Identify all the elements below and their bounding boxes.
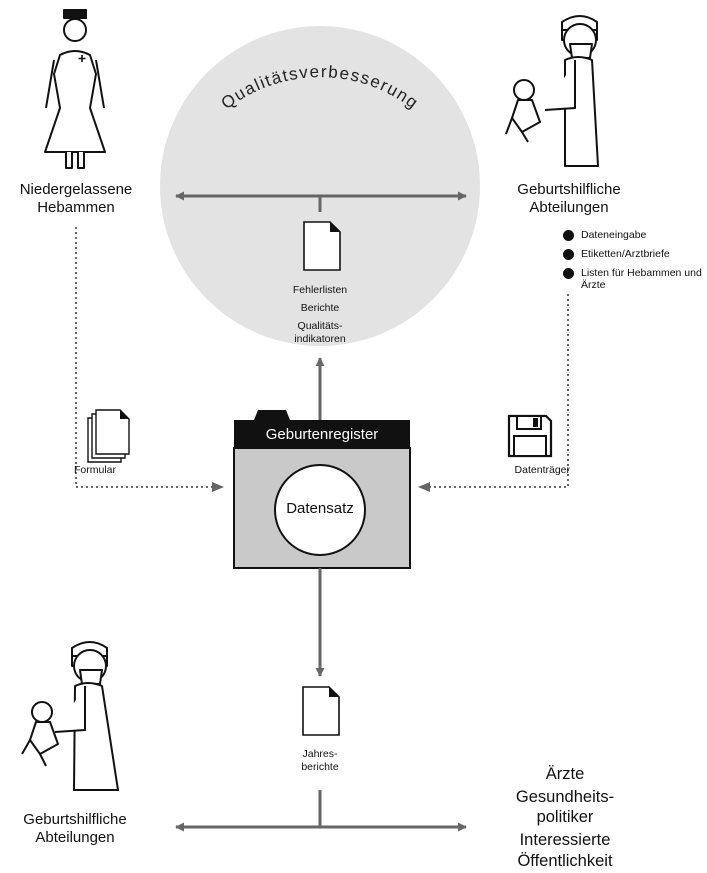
midwives-label-line1: Niedergelassene	[19, 181, 133, 198]
form-stack-icon	[87, 409, 130, 463]
register-folder	[233, 410, 411, 569]
bullet-dot	[563, 268, 574, 280]
audience-doctors: Ärzte	[545, 765, 585, 783]
annual-reports-label: Jahres- berichte	[280, 748, 360, 773]
obstetric-bottom-label: Geburtshilfliche Abteilungen	[0, 811, 150, 847]
obstetric-services-list: Dateneingabe Etiketten/Arztbriefe Listen…	[563, 229, 707, 298]
annual-reports-label-line2: berichte	[301, 760, 339, 773]
audience-public-line2: Öffentlichkeit	[517, 851, 613, 870]
bullet-dot	[563, 230, 574, 241]
obstetric-bottom-label-line2: Abteilungen	[35, 829, 115, 846]
midwife-figure	[44, 9, 106, 169]
doctor-with-baby-top	[505, 15, 599, 167]
reports-label: Berichte	[300, 302, 340, 315]
circle-documents-label: Fehlerlisten Berichte Qualitäts- indikat…	[270, 284, 370, 347]
obstetric-arrowhead	[418, 482, 430, 492]
service-item: Listen für Hebammen und Ärzte	[563, 267, 707, 291]
annual-report-document-icon	[302, 686, 340, 736]
bullet-dot	[563, 249, 574, 261]
audience-health-politicians-line1: Gesundheits-	[515, 788, 615, 807]
service-item: Etiketten/Arztbriefe	[563, 248, 707, 261]
audience-public-line1: Interessierte	[519, 831, 611, 850]
service-item-label: Listen für Hebammen und Ärzte	[581, 267, 702, 292]
obstetric-bottom-label-line1: Geburtshilfliche	[23, 811, 127, 828]
midwives-dotted-path	[75, 227, 222, 488]
service-item: Dateneingabe	[563, 229, 707, 241]
annual-reports-label-line1: Jahres-	[302, 748, 338, 760]
service-item-label: Dateneingabe	[581, 229, 647, 241]
midwives-label: Niedergelassene Hebammen	[4, 181, 148, 217]
obstetric-top-label: Geburtshilfliche Abteilungen	[494, 181, 644, 217]
quality-indicators-label-line1: Qualitäts-	[297, 320, 343, 333]
record-label: Datensatz	[286, 500, 354, 517]
obstetric-top-label-line2: Abteilungen	[529, 199, 609, 216]
obstetric-top-label-line1: Geburtshilfliche	[517, 181, 621, 198]
midwives-arrowhead	[212, 482, 224, 492]
quality-circle	[160, 26, 480, 346]
report-document-icon	[303, 221, 341, 271]
audience-label: Ärzte Gesundheits- politiker Interessier…	[490, 764, 640, 871]
doctor-with-baby-bottom	[21, 641, 119, 791]
floppy-disk-icon	[507, 414, 553, 458]
record-circle	[274, 464, 366, 556]
service-item-label: Etiketten/Arztbriefe	[581, 248, 670, 261]
audience-health-politicians-line2: politiker	[536, 808, 594, 827]
register-title: Geburtenregister	[265, 426, 379, 443]
quality-indicators-label-line2: indikatoren	[294, 333, 346, 346]
midwives-label-line2: Hebammen	[37, 199, 115, 216]
data-carrier-label: Datenträger	[514, 464, 570, 476]
error-lists-label: Fehlerlisten	[292, 284, 348, 296]
obstetric-dotted-path	[420, 294, 569, 488]
form-label: Formular	[74, 464, 117, 476]
